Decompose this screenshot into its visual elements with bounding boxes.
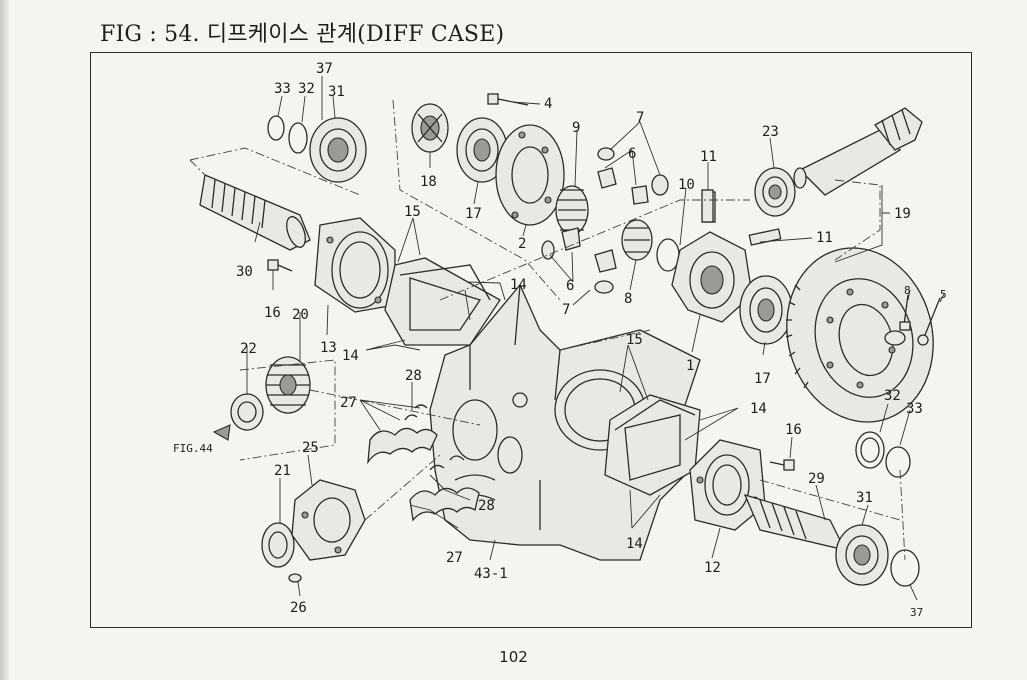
part-31-bearing-bottom <box>835 524 889 586</box>
part-37-snap-ring <box>890 549 920 587</box>
part-31-bearing-top <box>267 115 367 183</box>
part-26-bolt <box>288 573 302 583</box>
callout-8: 8 <box>904 284 911 297</box>
callout-27: 27 <box>446 550 463 566</box>
part-27-28-forks-upper <box>367 404 438 465</box>
callout-8: 8 <box>624 291 632 307</box>
callout-28: 28 <box>478 498 495 514</box>
callout-14: 14 <box>342 348 359 364</box>
callout-43-1: 43-1 <box>474 566 508 582</box>
callout-19: 19 <box>894 206 911 222</box>
part-14-gaskets-right <box>604 394 701 496</box>
scan-edge <box>0 0 9 680</box>
callout-fig44: FIG.44 <box>173 442 213 455</box>
callout-23: 23 <box>762 124 779 140</box>
part-20-gear <box>265 356 311 414</box>
callout-17: 17 <box>754 371 771 387</box>
callout-22: 22 <box>240 341 257 357</box>
callout-37: 37 <box>910 606 923 619</box>
part-30-shaft <box>199 174 311 251</box>
callout-7: 7 <box>562 302 570 318</box>
callout-11: 11 <box>816 230 833 246</box>
callout-25: 25 <box>302 440 319 456</box>
part-16-bolt <box>267 259 293 272</box>
part-17-bearing-right <box>739 275 793 345</box>
callout-2: 2 <box>518 236 526 252</box>
callout-18: 18 <box>420 174 437 190</box>
callout-6: 6 <box>628 146 636 162</box>
leader-lines <box>246 76 945 601</box>
part-19-pinion-shaft <box>793 107 923 196</box>
part-6-pinion-gears <box>561 167 649 273</box>
assembly-lines <box>189 99 906 561</box>
callout-11: 11 <box>700 149 717 165</box>
callout-14: 14 <box>750 401 767 417</box>
part-18-seal <box>411 103 449 153</box>
callout-6: 6 <box>566 278 574 294</box>
part-13-bearing-holder <box>314 217 396 313</box>
page-number: 102 <box>499 648 528 666</box>
part-7-washers <box>541 147 669 294</box>
callout-27: 27 <box>340 395 357 411</box>
callout-33: 33 <box>906 401 923 417</box>
callout-26: 26 <box>290 600 307 616</box>
part-8-side-gear <box>621 219 653 261</box>
transmission-housing <box>429 283 701 561</box>
callout-20: 20 <box>292 307 309 323</box>
callout-7: 7 <box>636 110 644 126</box>
part-25-housing <box>291 479 366 561</box>
callout-31: 31 <box>328 84 345 100</box>
part-27-28-forks-lower <box>409 455 480 522</box>
callout-33: 33 <box>274 81 291 97</box>
part-14-gaskets-left <box>384 257 501 346</box>
callout-30: 30 <box>236 264 253 280</box>
callout-numbers: 33 32 37 31 4 18 17 9 7 6 11 23 10 11 19… <box>173 61 947 619</box>
part-2-diff-cover <box>495 124 565 226</box>
part-8-5-ring-gear-bolts <box>884 294 941 346</box>
callout-16: 16 <box>785 422 802 438</box>
callout-10: 10 <box>678 177 695 193</box>
callout-28: 28 <box>405 368 422 384</box>
diagram-frame <box>90 52 972 628</box>
part-4-bolt <box>487 93 529 106</box>
callout-32: 32 <box>298 81 315 97</box>
callout-4: 4 <box>544 96 552 112</box>
part-21-bearing <box>261 522 295 568</box>
callout-5: 5 <box>940 288 947 301</box>
part-16-bolt-right <box>769 459 795 471</box>
callout-13: 13 <box>320 340 337 356</box>
callout-12: 12 <box>704 560 721 576</box>
part-32-33-rings <box>855 431 911 478</box>
callout-15: 15 <box>404 204 421 220</box>
callout-14: 14 <box>626 536 643 552</box>
part-22-seal <box>230 393 264 431</box>
part-29-output-shaft <box>743 493 847 551</box>
part-17-bearing <box>456 117 508 183</box>
callout-1: 1 <box>686 358 694 374</box>
part-9-side-gear <box>555 185 589 235</box>
fig44-arrow <box>212 424 231 441</box>
callout-16: 16 <box>264 305 281 321</box>
callout-17: 17 <box>465 206 482 222</box>
callout-31: 31 <box>856 490 873 506</box>
callout-21: 21 <box>274 463 291 479</box>
callout-29: 29 <box>808 471 825 487</box>
callout-32: 32 <box>884 388 901 404</box>
figure-title: FIG : 54. 디프케이스 관계(DIFF CASE) <box>100 22 505 47</box>
callout-15: 15 <box>626 332 643 348</box>
part-23-bearing <box>754 167 796 217</box>
callout-37: 37 <box>316 61 333 77</box>
callout-14: 14 <box>510 277 527 293</box>
callout-9: 9 <box>572 120 580 136</box>
